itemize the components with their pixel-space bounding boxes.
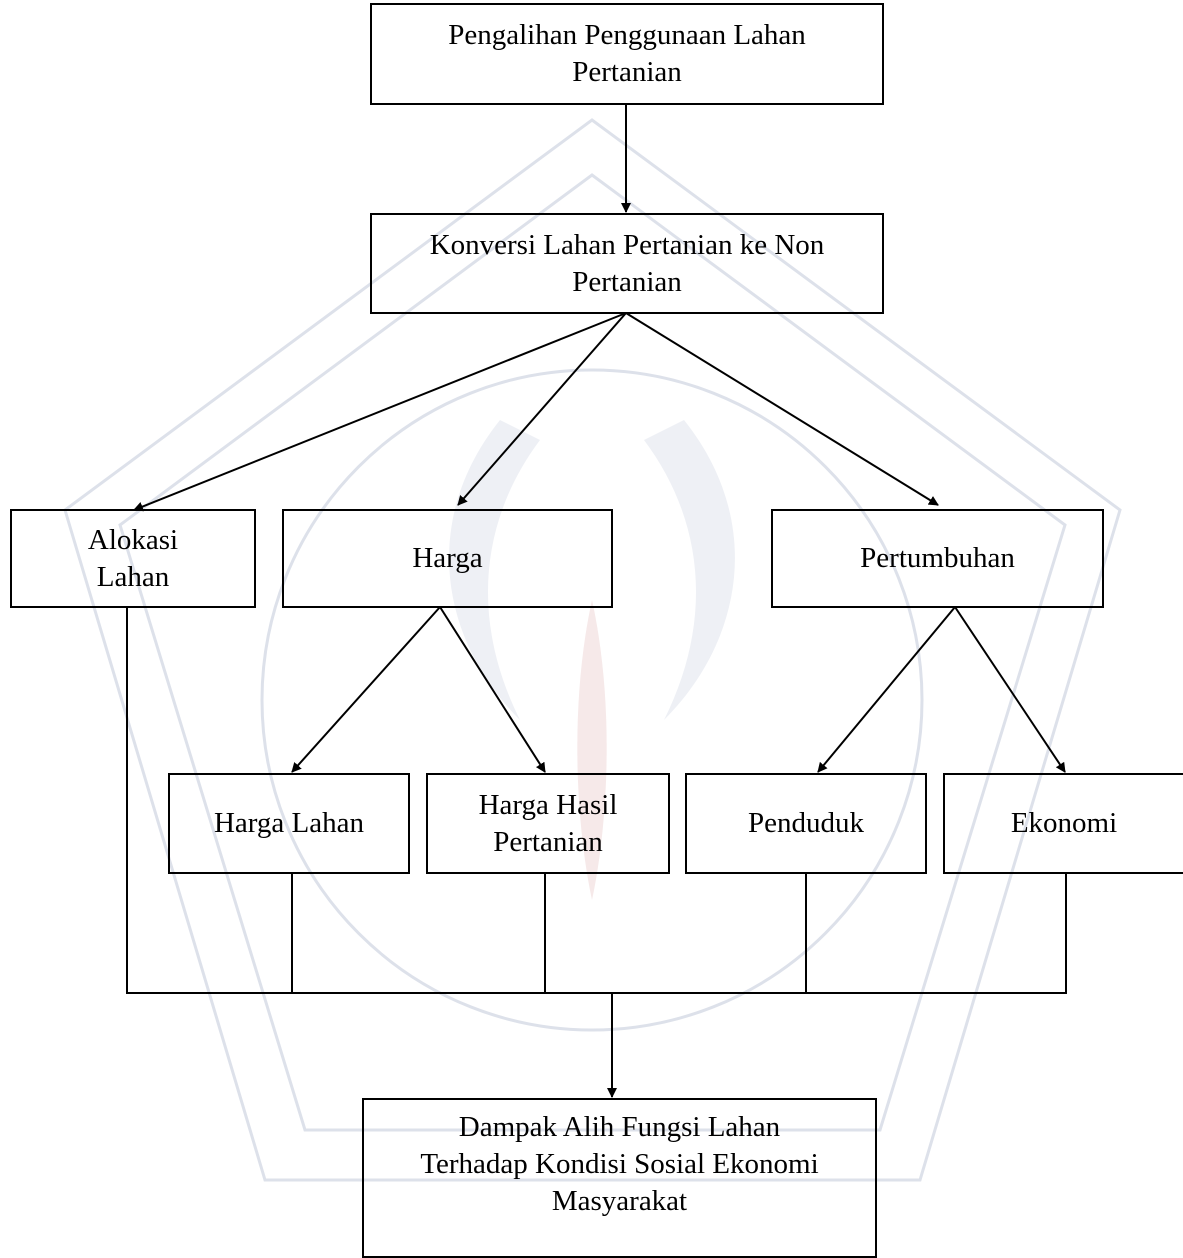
node-dampak-line3: Masyarakat [551, 1185, 688, 1217]
node-dampak-line1: Dampak Alih Fungsi Lahan [458, 1111, 781, 1143]
arrow-konversi-to-harga [457, 312, 627, 506]
node-alokasi-line2: Lahan [96, 560, 170, 593]
node-pertumbuhan-label: Pertumbuhan [860, 542, 1015, 574]
node-harga-lahan-label: Harga Lahan [213, 807, 365, 839]
node-harga-hasil-line1: Harga Hasil [478, 788, 618, 821]
arrow-harga-to-harga-lahan [291, 606, 441, 773]
node-harga-lahan: Harga Lahan [168, 773, 410, 874]
node-dampak: Dampak Alih Fungsi Lahan Terhadap Kondis… [362, 1098, 877, 1258]
node-harga-hasil-line2: Pertanian [493, 825, 603, 858]
node-harga-hasil-pertanian: Harga Hasil Pertanian [426, 773, 670, 874]
node-konversi: Konversi Lahan Pertanian ke Non Pertania… [370, 213, 884, 314]
arrow-konversi-to-alokasi [133, 312, 627, 512]
node-pengalihan: Pengalihan Penggunaan Lahan Pertanian [370, 3, 884, 105]
node-alokasi-lahan: Alokasi Lahan [10, 509, 256, 608]
node-pengalihan-line1: Pengalihan Penggunaan Lahan [448, 19, 806, 51]
node-harga-label: Harga [412, 542, 483, 574]
arrow-harga-to-harga-hasil [439, 606, 546, 773]
node-alokasi-line1: Alokasi [87, 523, 179, 556]
arrow-pertumbuhan-to-penduduk [817, 606, 956, 773]
node-penduduk: Penduduk [685, 773, 927, 874]
node-ekonomi-label: Ekonomi [1010, 807, 1118, 839]
node-pertumbuhan: Pertumbuhan [771, 509, 1104, 608]
node-pengalihan-line2: Pertanian [572, 56, 682, 88]
arrow-konversi-to-pertumbuhan [625, 312, 939, 506]
node-dampak-line2: Terhadap Kondisi Sosial Ekonomi [420, 1148, 819, 1180]
arrow-pertumbuhan-to-ekonomi [954, 606, 1066, 773]
node-ekonomi: Ekonomi [943, 773, 1183, 874]
node-konversi-line1: Konversi Lahan Pertanian ke Non [429, 228, 825, 261]
node-penduduk-label: Penduduk [748, 807, 864, 839]
node-harga: Harga [282, 509, 613, 608]
node-konversi-line2: Pertanian [572, 265, 682, 298]
